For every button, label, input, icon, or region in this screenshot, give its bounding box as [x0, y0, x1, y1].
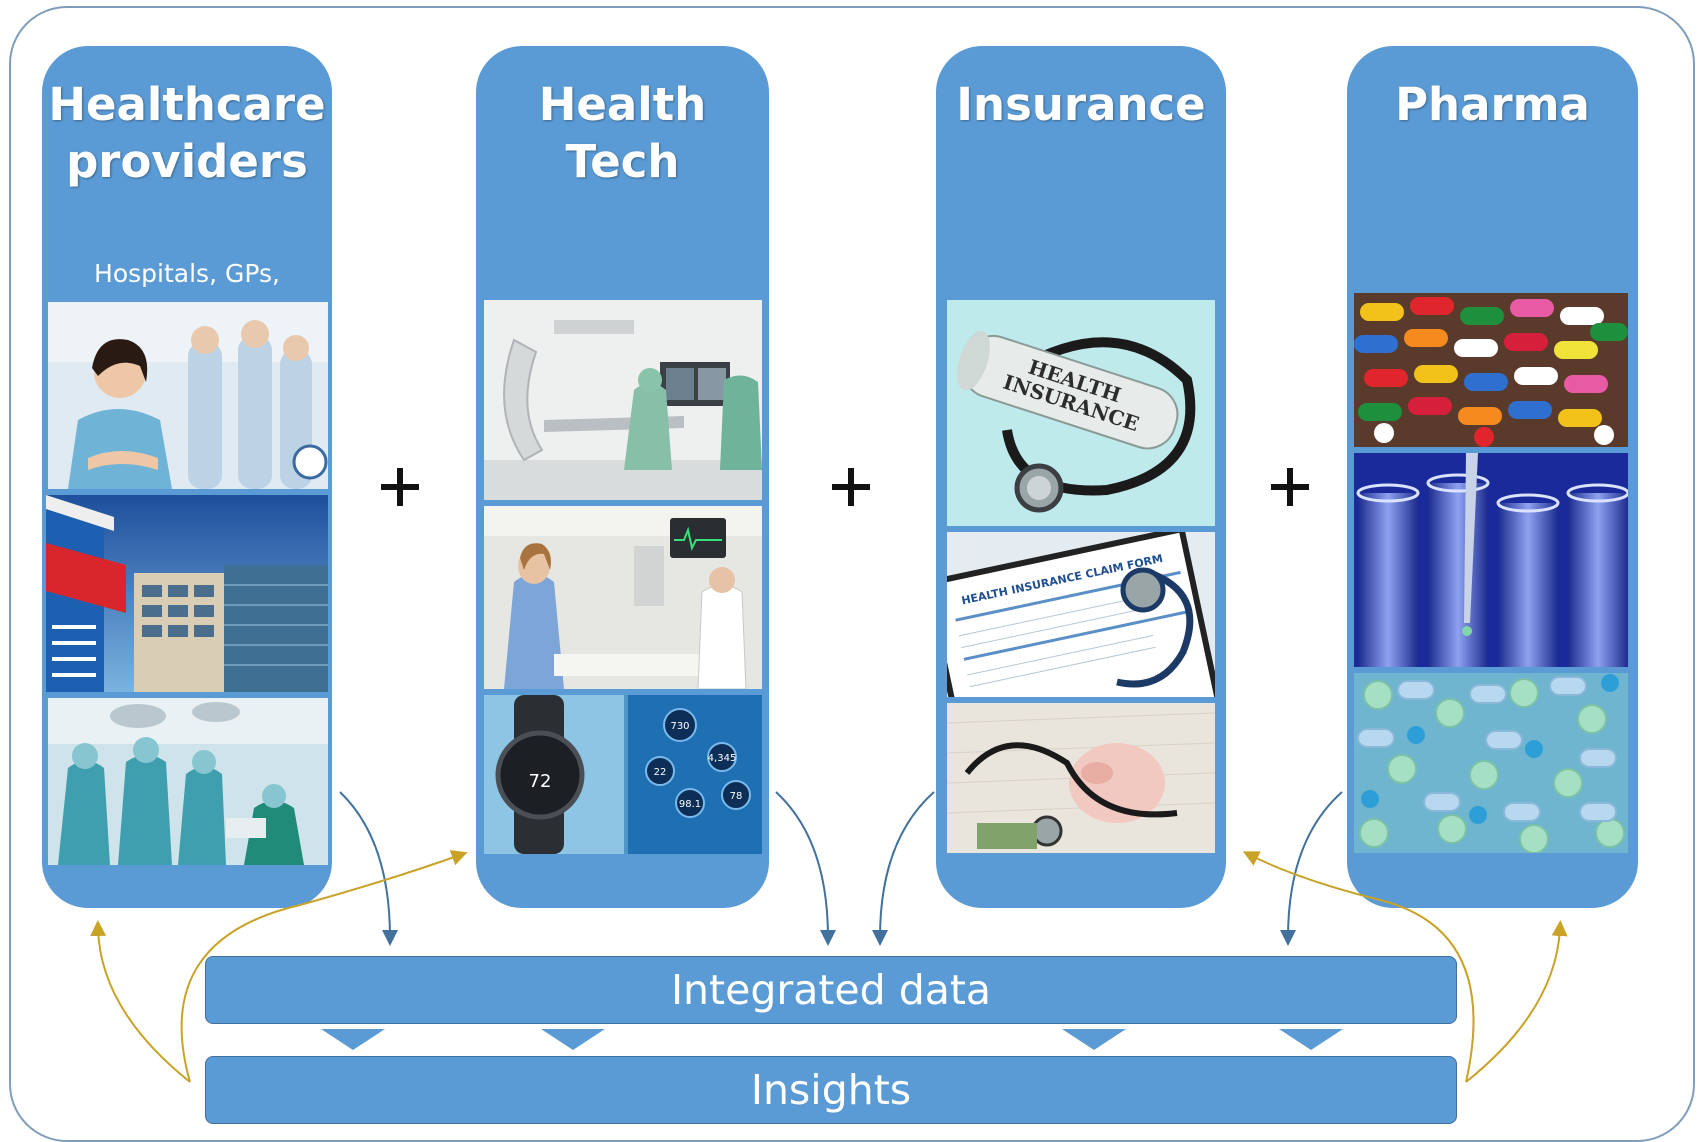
app-readout-text: 78 — [730, 791, 743, 802]
watch-readout-text: 72 — [529, 771, 552, 792]
down-chevron-icon — [1279, 1029, 1343, 1050]
hospital-emergency-building-photo — [46, 495, 328, 692]
app-readout-text: 22 — [654, 767, 667, 778]
down-chevron-icon — [321, 1029, 385, 1050]
column-health-tech: Health Tech — [476, 46, 769, 908]
plus-sign — [1267, 464, 1313, 510]
test-tubes-pipette-photo — [1354, 453, 1628, 667]
insights-bar: Insights — [205, 1056, 1457, 1124]
integrated-data-bar: Integrated data — [205, 956, 1457, 1024]
down-chevron-icon — [541, 1029, 605, 1050]
icu-patient-monitor-photo — [484, 506, 762, 689]
medical-staff-photo — [48, 302, 328, 489]
piggy-bank-stethoscope-photo — [947, 703, 1215, 853]
column-healthcare-providers: Healthcare providers Hospitals, GPs, Hea… — [42, 46, 332, 908]
insurance-claim-form-photo: HEALTH INSURANCE CLAIM FORM — [947, 532, 1215, 697]
column-pharma: Pharma — [1347, 46, 1638, 908]
column-title: Insurance — [956, 78, 1206, 131]
column-title: Pharma — [1395, 78, 1590, 131]
app-readout-text: 98.1 — [679, 799, 701, 810]
angiography-imaging-room-photo — [484, 300, 762, 500]
colorful-capsules-photo — [1354, 293, 1628, 447]
column-title: Health Tech — [538, 78, 707, 188]
app-readout-text: 730 — [670, 721, 689, 732]
operating-room-surgery-photo — [48, 698, 328, 865]
blue-green-tablets-photo — [1354, 673, 1628, 853]
down-chevron-icon — [1062, 1029, 1126, 1050]
health-insurance-scroll-stethoscope-photo: HEALTH INSURANCE — [947, 300, 1215, 526]
plus-sign — [828, 464, 874, 510]
column-insurance: Insurance HEALTH INSURANCE HEALTH INSURA… — [936, 46, 1226, 908]
smartwatch-health-app-photo: 72 730 4,345 22 98.1 78 — [484, 695, 762, 854]
column-title: Healthcare providers — [48, 78, 326, 188]
outer-frame — [9, 6, 1695, 1142]
app-readout-text: 4,345 — [708, 753, 737, 764]
plus-sign — [377, 464, 423, 510]
